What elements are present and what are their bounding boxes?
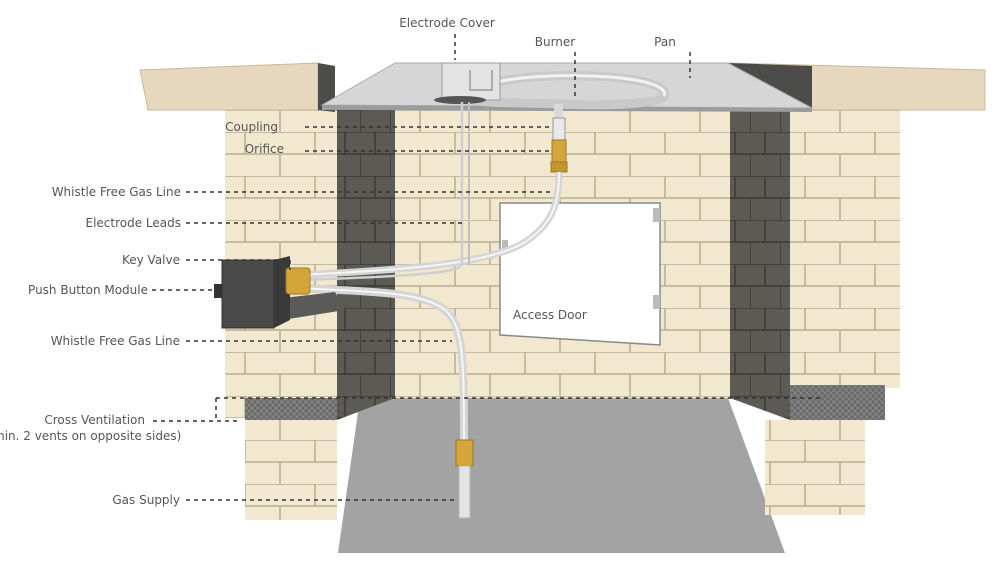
label-cross-ventilation-note: min. 2 vents on opposite sides) [0, 429, 182, 443]
label-key-valve: Key Valve [121, 253, 180, 267]
label-gas-supply: Gas Supply [112, 493, 180, 507]
label-orifice: Orifice [244, 142, 284, 156]
label-push-button-module: Push Button Module [28, 283, 148, 297]
push-button-module [221, 259, 275, 329]
access-door [499, 202, 661, 346]
label-whistle-free-gas-line-lower: Whistle Free Gas Line [50, 334, 180, 348]
door-latch [502, 240, 508, 250]
gas-line-upper-highlight [299, 171, 560, 276]
burner-riser [554, 104, 563, 122]
leader-lines [152, 34, 820, 501]
orifice-nut [550, 161, 568, 173]
cap-stone-left [139, 62, 319, 111]
label-access-door: Access Door [513, 308, 587, 322]
coupling [552, 117, 566, 141]
floor-slab [338, 398, 785, 553]
right-inner-wall [730, 108, 790, 420]
door-hinge-top [653, 208, 660, 222]
electrode-leads [299, 102, 464, 282]
left-inner-wall [337, 108, 395, 420]
gas-line-lower-highlight [299, 287, 465, 441]
door-hinge-bottom [653, 295, 660, 309]
right-lower-block [765, 420, 865, 515]
label-electrode-leads: Electrode Leads [85, 216, 181, 230]
right-front-wall [790, 108, 900, 388]
gas-supply-pipe [458, 465, 471, 519]
left-vent [245, 398, 337, 420]
electrode-cover-slot [469, 70, 493, 91]
right-vent [790, 385, 885, 420]
label-pan: Pan [654, 35, 676, 49]
label-whistle-free-gas-line-upper: Whistle Free Gas Line [51, 185, 181, 199]
left-lower-block [245, 420, 337, 520]
label-electrode-cover: Electrode Cover [399, 16, 495, 30]
gas-supply-fitting [455, 439, 474, 467]
push-button [214, 284, 222, 298]
electrode-cover-base [434, 96, 486, 104]
label-coupling: Coupling [225, 120, 278, 134]
key-valve [285, 267, 311, 295]
orifice [551, 139, 567, 163]
label-cross-ventilation: Cross Ventilation [44, 413, 145, 427]
label-burner: Burner [534, 35, 576, 49]
